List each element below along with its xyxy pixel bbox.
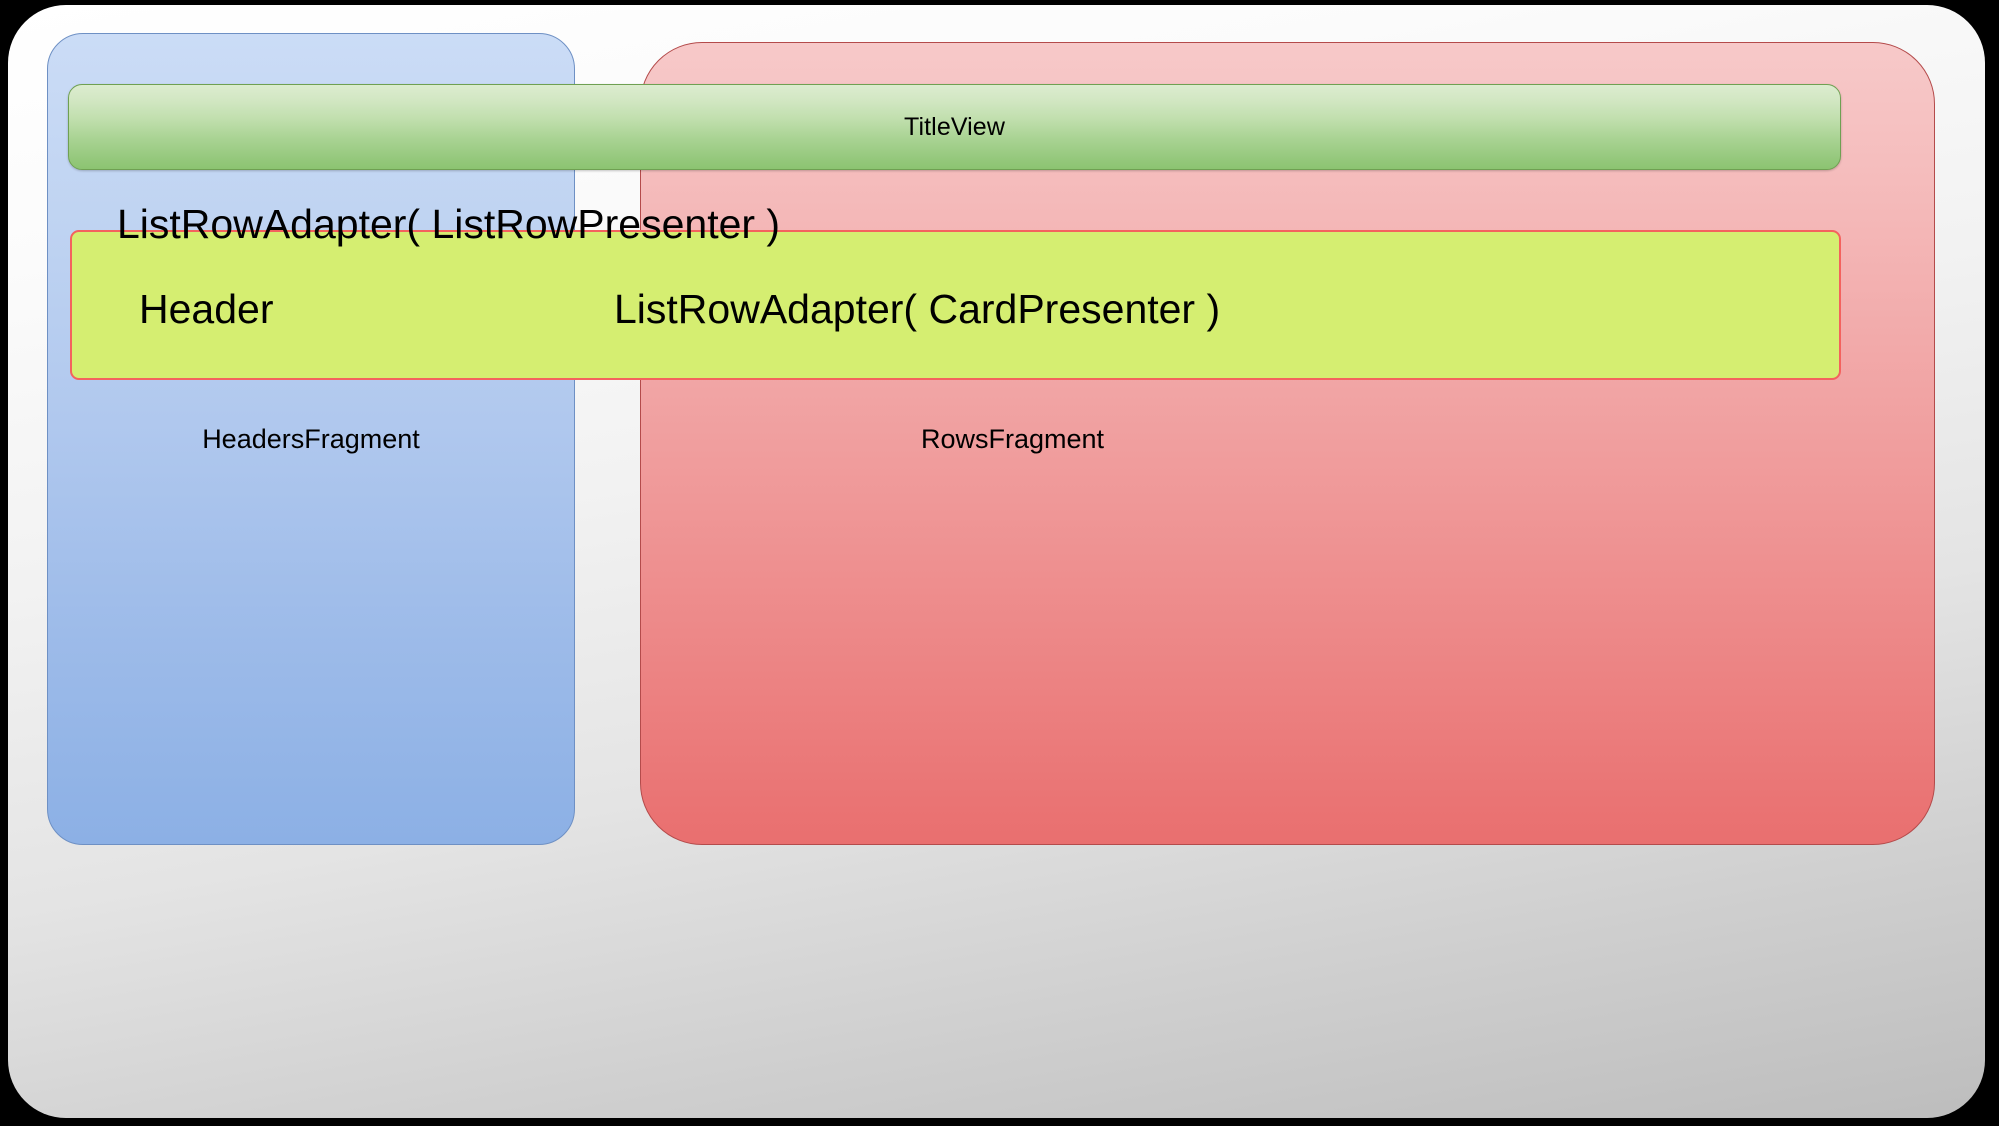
headers-fragment-label: HeadersFragment	[202, 424, 420, 454]
list-row-box	[70, 230, 1841, 380]
rows-fragment-label: RowsFragment	[920, 424, 1105, 454]
rows-fragment-panel	[640, 42, 1935, 845]
row-header-label: Header	[139, 286, 274, 332]
title-view-label: TitleView	[904, 112, 1005, 141]
listrowadapter-cardpresenter-label: ListRowAdapter( CardPresenter )	[614, 286, 1221, 332]
title-view-bar: TitleView	[68, 84, 1841, 170]
listrowadapter-listrowpresenter-label: ListRowAdapter( ListRowPresenter )	[117, 201, 781, 247]
